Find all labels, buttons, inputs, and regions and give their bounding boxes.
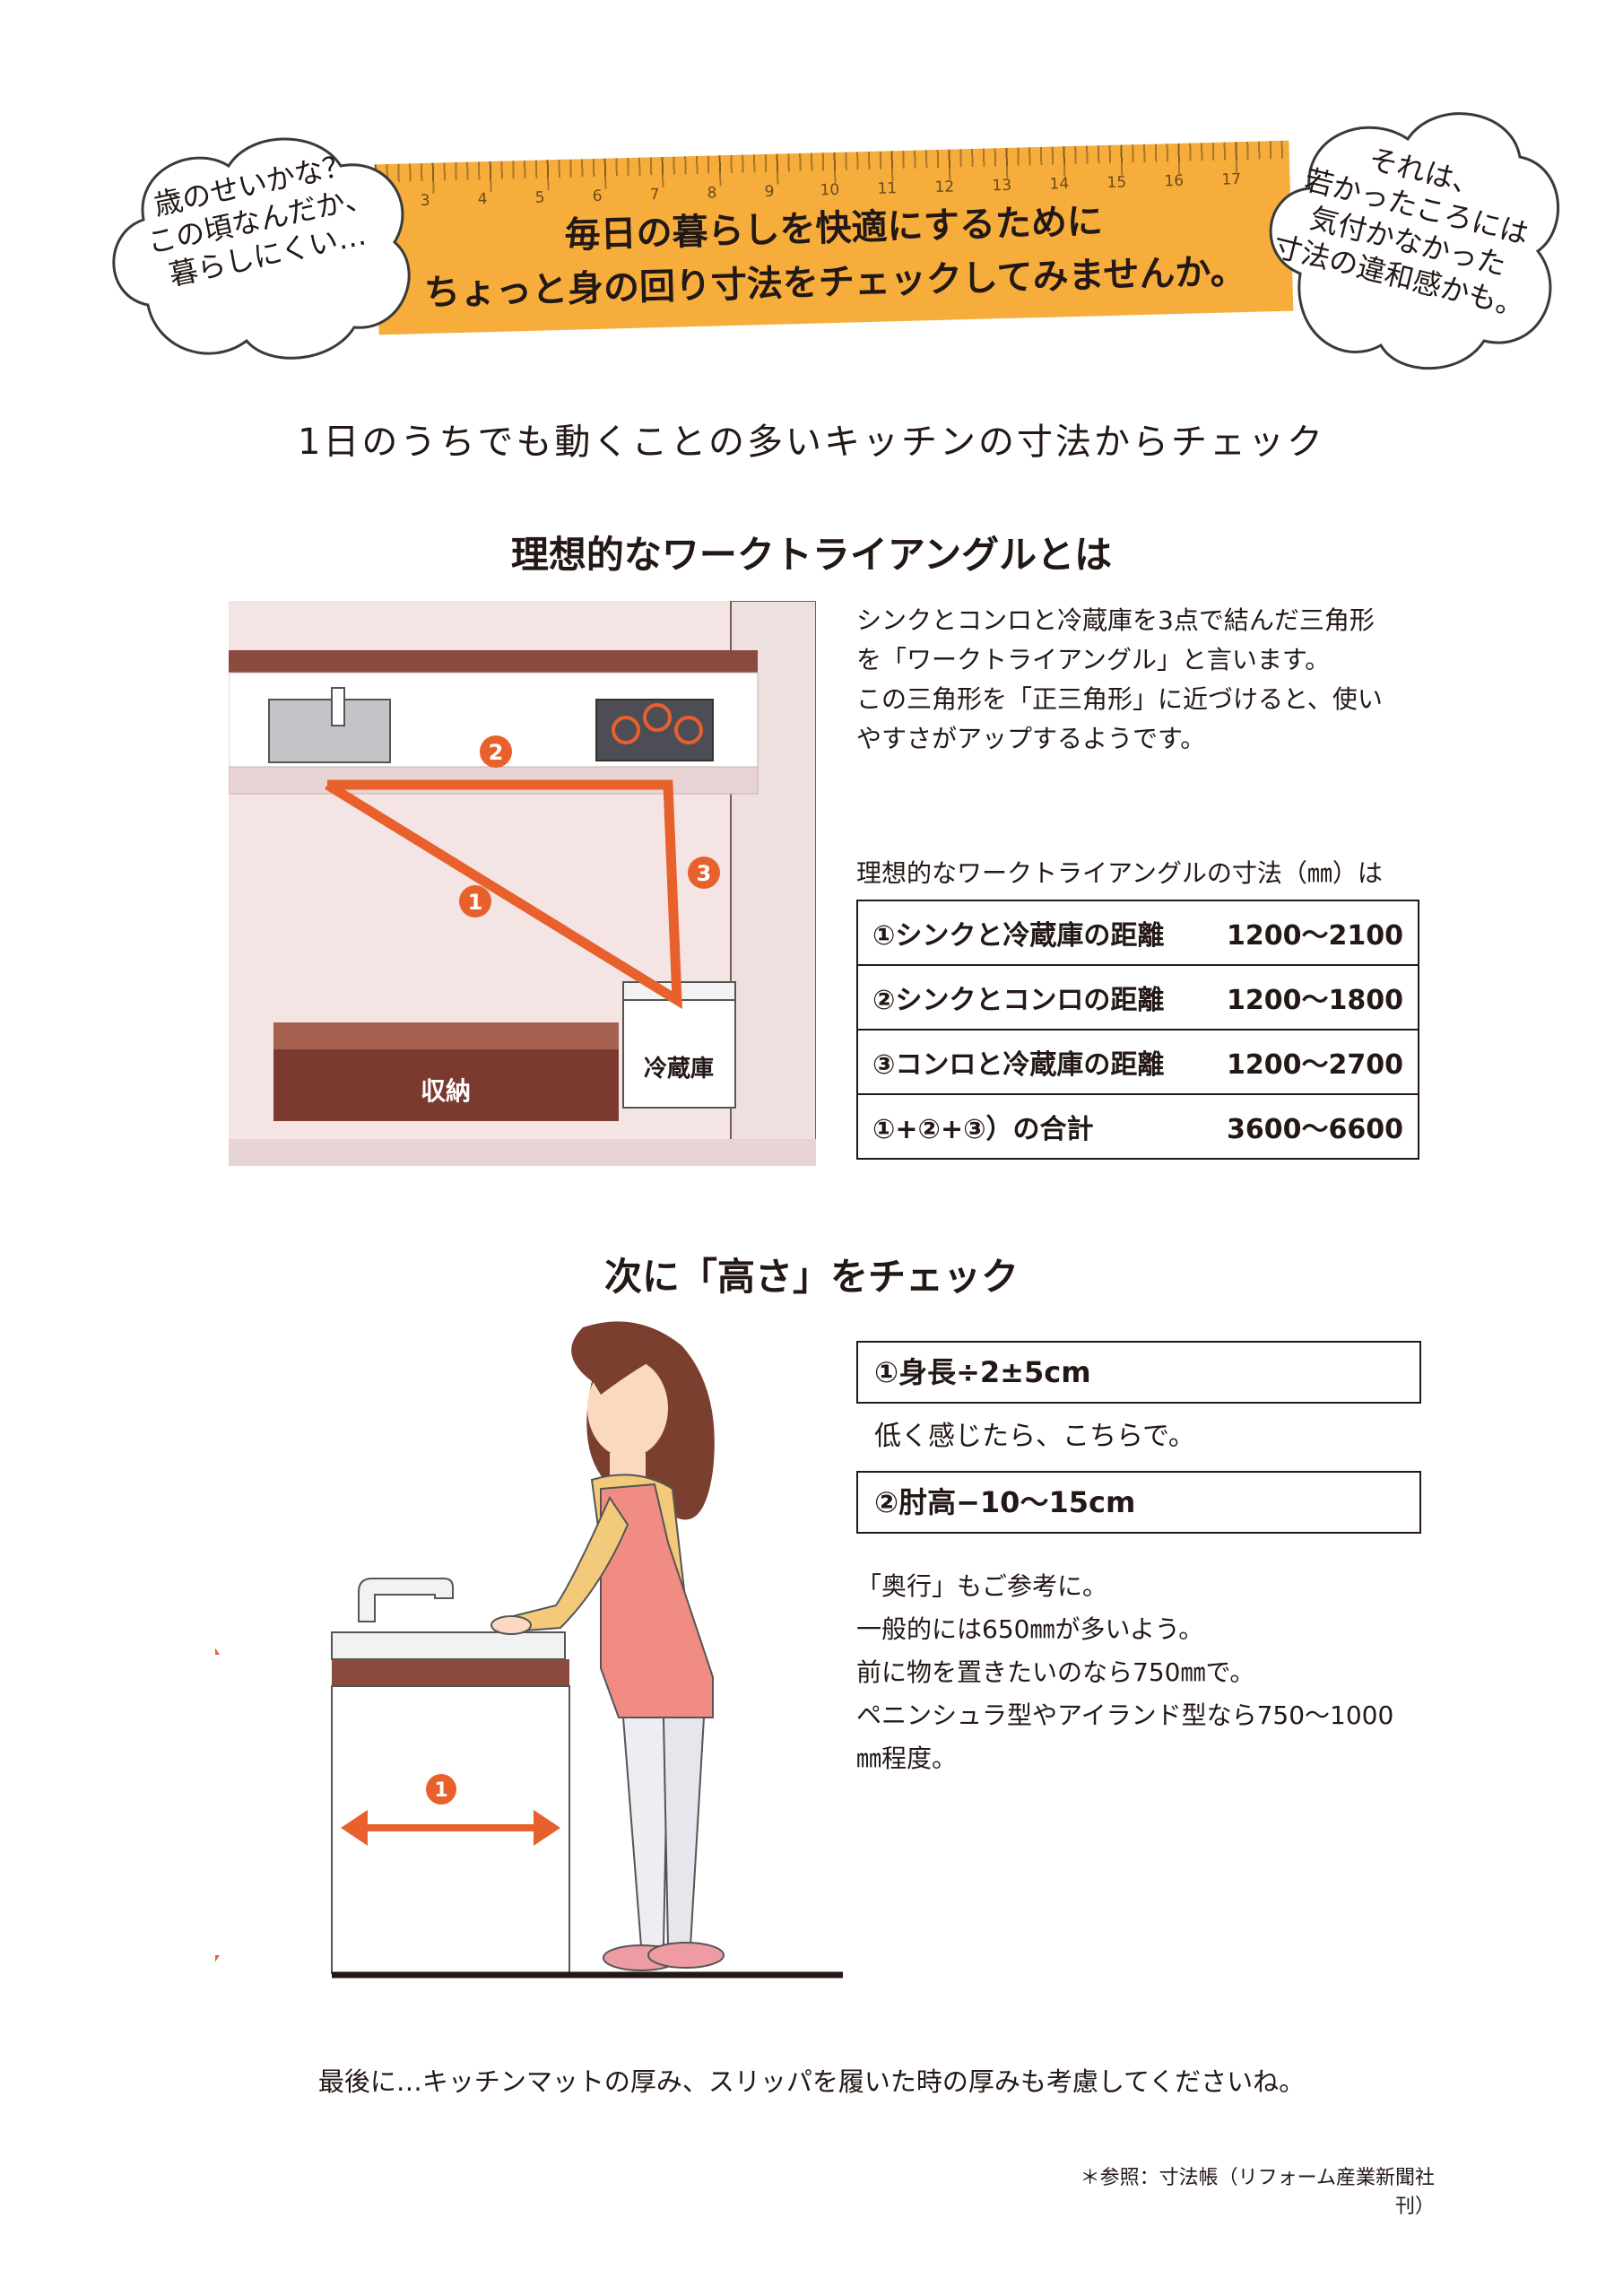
depth-note-line: 前に物を置きたいのなら750㎜で。 bbox=[856, 1657, 1255, 1687]
height-check-illustration: 1 bbox=[215, 1321, 843, 1979]
row-value: 1200〜1800 bbox=[1199, 964, 1419, 1031]
table-row: ②シンクとコンロの距離 1200〜1800 bbox=[855, 964, 1419, 1031]
description-line: シンクとコンロと冷蔵庫を3点で結んだ三角形 bbox=[856, 605, 1375, 635]
depth-note-line: ㎜程度。 bbox=[856, 1744, 958, 1773]
lead-text: 1日のうちでも動くことの多いキッチンの寸法からチェック bbox=[297, 422, 1326, 463]
banner-title: 毎日の暮らしを快適にするために ちょっと身の回り寸法をチェックしてみませんか。 bbox=[376, 190, 1293, 322]
ruler-number: 12 bbox=[934, 178, 955, 197]
right-thought-cloud bbox=[1269, 112, 1559, 370]
triangle-marker-1: 1 bbox=[468, 890, 483, 915]
ruler-number: 13 bbox=[992, 176, 1012, 196]
triangle-description: シンクとコンロと冷蔵庫を3点で結んだ三角形 を「ワークトライアングル」と言います… bbox=[856, 601, 1430, 759]
row-label: ①+②+③）の合計 bbox=[855, 1093, 1200, 1160]
description-line: を「ワークトライアングル」と言います。 bbox=[856, 645, 1331, 674]
kitchen-triangle-illustration: 冷蔵庫 収納 2 3 1 bbox=[229, 601, 816, 1166]
ruler-number: 4 bbox=[477, 190, 488, 209]
left-thought-cloud bbox=[112, 137, 411, 360]
ruler-number: 10 bbox=[820, 180, 840, 200]
table-row: ①シンクと冷蔵庫の距離 1200〜2100 bbox=[855, 900, 1419, 966]
table-caption: 理想的なワークトライアングルの寸法（㎜）は bbox=[856, 858, 1383, 888]
storage-label: 収納 bbox=[421, 1076, 471, 1106]
row-label: ②シンクとコンロの距離 bbox=[855, 964, 1200, 1031]
ruler-number: 8 bbox=[707, 184, 717, 203]
formula-note: 低く感じたら、こちらで。 bbox=[874, 1421, 1195, 1452]
ruler-number: 15 bbox=[1107, 173, 1127, 193]
ruler-number: 16 bbox=[1164, 171, 1185, 191]
section2-heading: 次に「高さ」をチェック bbox=[603, 1255, 1019, 1299]
ruler-banner: 3 4 5 6 7 8 9 10 11 12 13 14 15 16 17 毎日… bbox=[374, 140, 1294, 335]
depth-note-line: 一般的には650㎜が多いよう。 bbox=[856, 1614, 1204, 1644]
depth-notes: 「奥行」もご参考に。 一般的には650㎜が多いよう。 前に物を置きたいのなら75… bbox=[856, 1565, 1448, 1780]
ruler-number: 11 bbox=[877, 179, 898, 198]
triangle-marker-3: 3 bbox=[697, 861, 712, 886]
triangle-marker-2: 2 bbox=[489, 740, 504, 765]
ruler-number: 7 bbox=[649, 186, 660, 204]
row-value: 1200〜2700 bbox=[1199, 1029, 1419, 1095]
ruler-number: 5 bbox=[534, 188, 545, 207]
table-row: ③コンロと冷蔵庫の距離 1200〜2700 bbox=[855, 1029, 1419, 1095]
description-line: この三角形を「正三角形」に近づけると、使い bbox=[856, 684, 1383, 714]
formula-height-half: ①身長÷2±5cm bbox=[856, 1341, 1421, 1404]
depth-note-line: ペニンシュラ型やアイランド型なら750〜1000 bbox=[856, 1700, 1394, 1730]
depth-note-line: 「奥行」もご参考に。 bbox=[856, 1571, 1108, 1601]
ruler-number: 6 bbox=[592, 187, 603, 206]
reference-note: ＊参照：寸法帳（リフォーム産業新聞社刊） bbox=[1080, 2167, 1435, 2218]
ruler-number: 14 bbox=[1049, 175, 1070, 194]
height-marker-2: 2 bbox=[171, 1808, 186, 1831]
row-label: ①シンクと冷蔵庫の距離 bbox=[855, 900, 1200, 966]
triangle-dimension-table: ①シンクと冷蔵庫の距離 1200〜2100 ②シンクとコンロの距離 1200〜1… bbox=[855, 900, 1419, 1160]
closing-text: 最後に…キッチンマットの厚み、スリッパを履いた時の厚みも考慮してくださいね。 bbox=[317, 2066, 1306, 2097]
row-value: 3600〜6600 bbox=[1199, 1093, 1419, 1160]
table-row: ①+②+③）の合計 3600〜6600 bbox=[855, 1093, 1419, 1160]
height-marker-1: 1 bbox=[434, 1779, 447, 1802]
row-label: ③コンロと冷蔵庫の距離 bbox=[855, 1029, 1200, 1095]
section1-heading: 理想的なワークトライアングルとは bbox=[510, 533, 1113, 577]
ruler-number: 9 bbox=[764, 182, 775, 202]
description-line: やすさがアップするようです。 bbox=[856, 724, 1206, 753]
fridge-label: 冷蔵庫 bbox=[644, 1055, 714, 1083]
formula-elbow-height: ②肘高−10〜15cm bbox=[856, 1471, 1421, 1534]
row-value: 1200〜2100 bbox=[1199, 900, 1419, 966]
ruler-number: 17 bbox=[1221, 170, 1242, 189]
